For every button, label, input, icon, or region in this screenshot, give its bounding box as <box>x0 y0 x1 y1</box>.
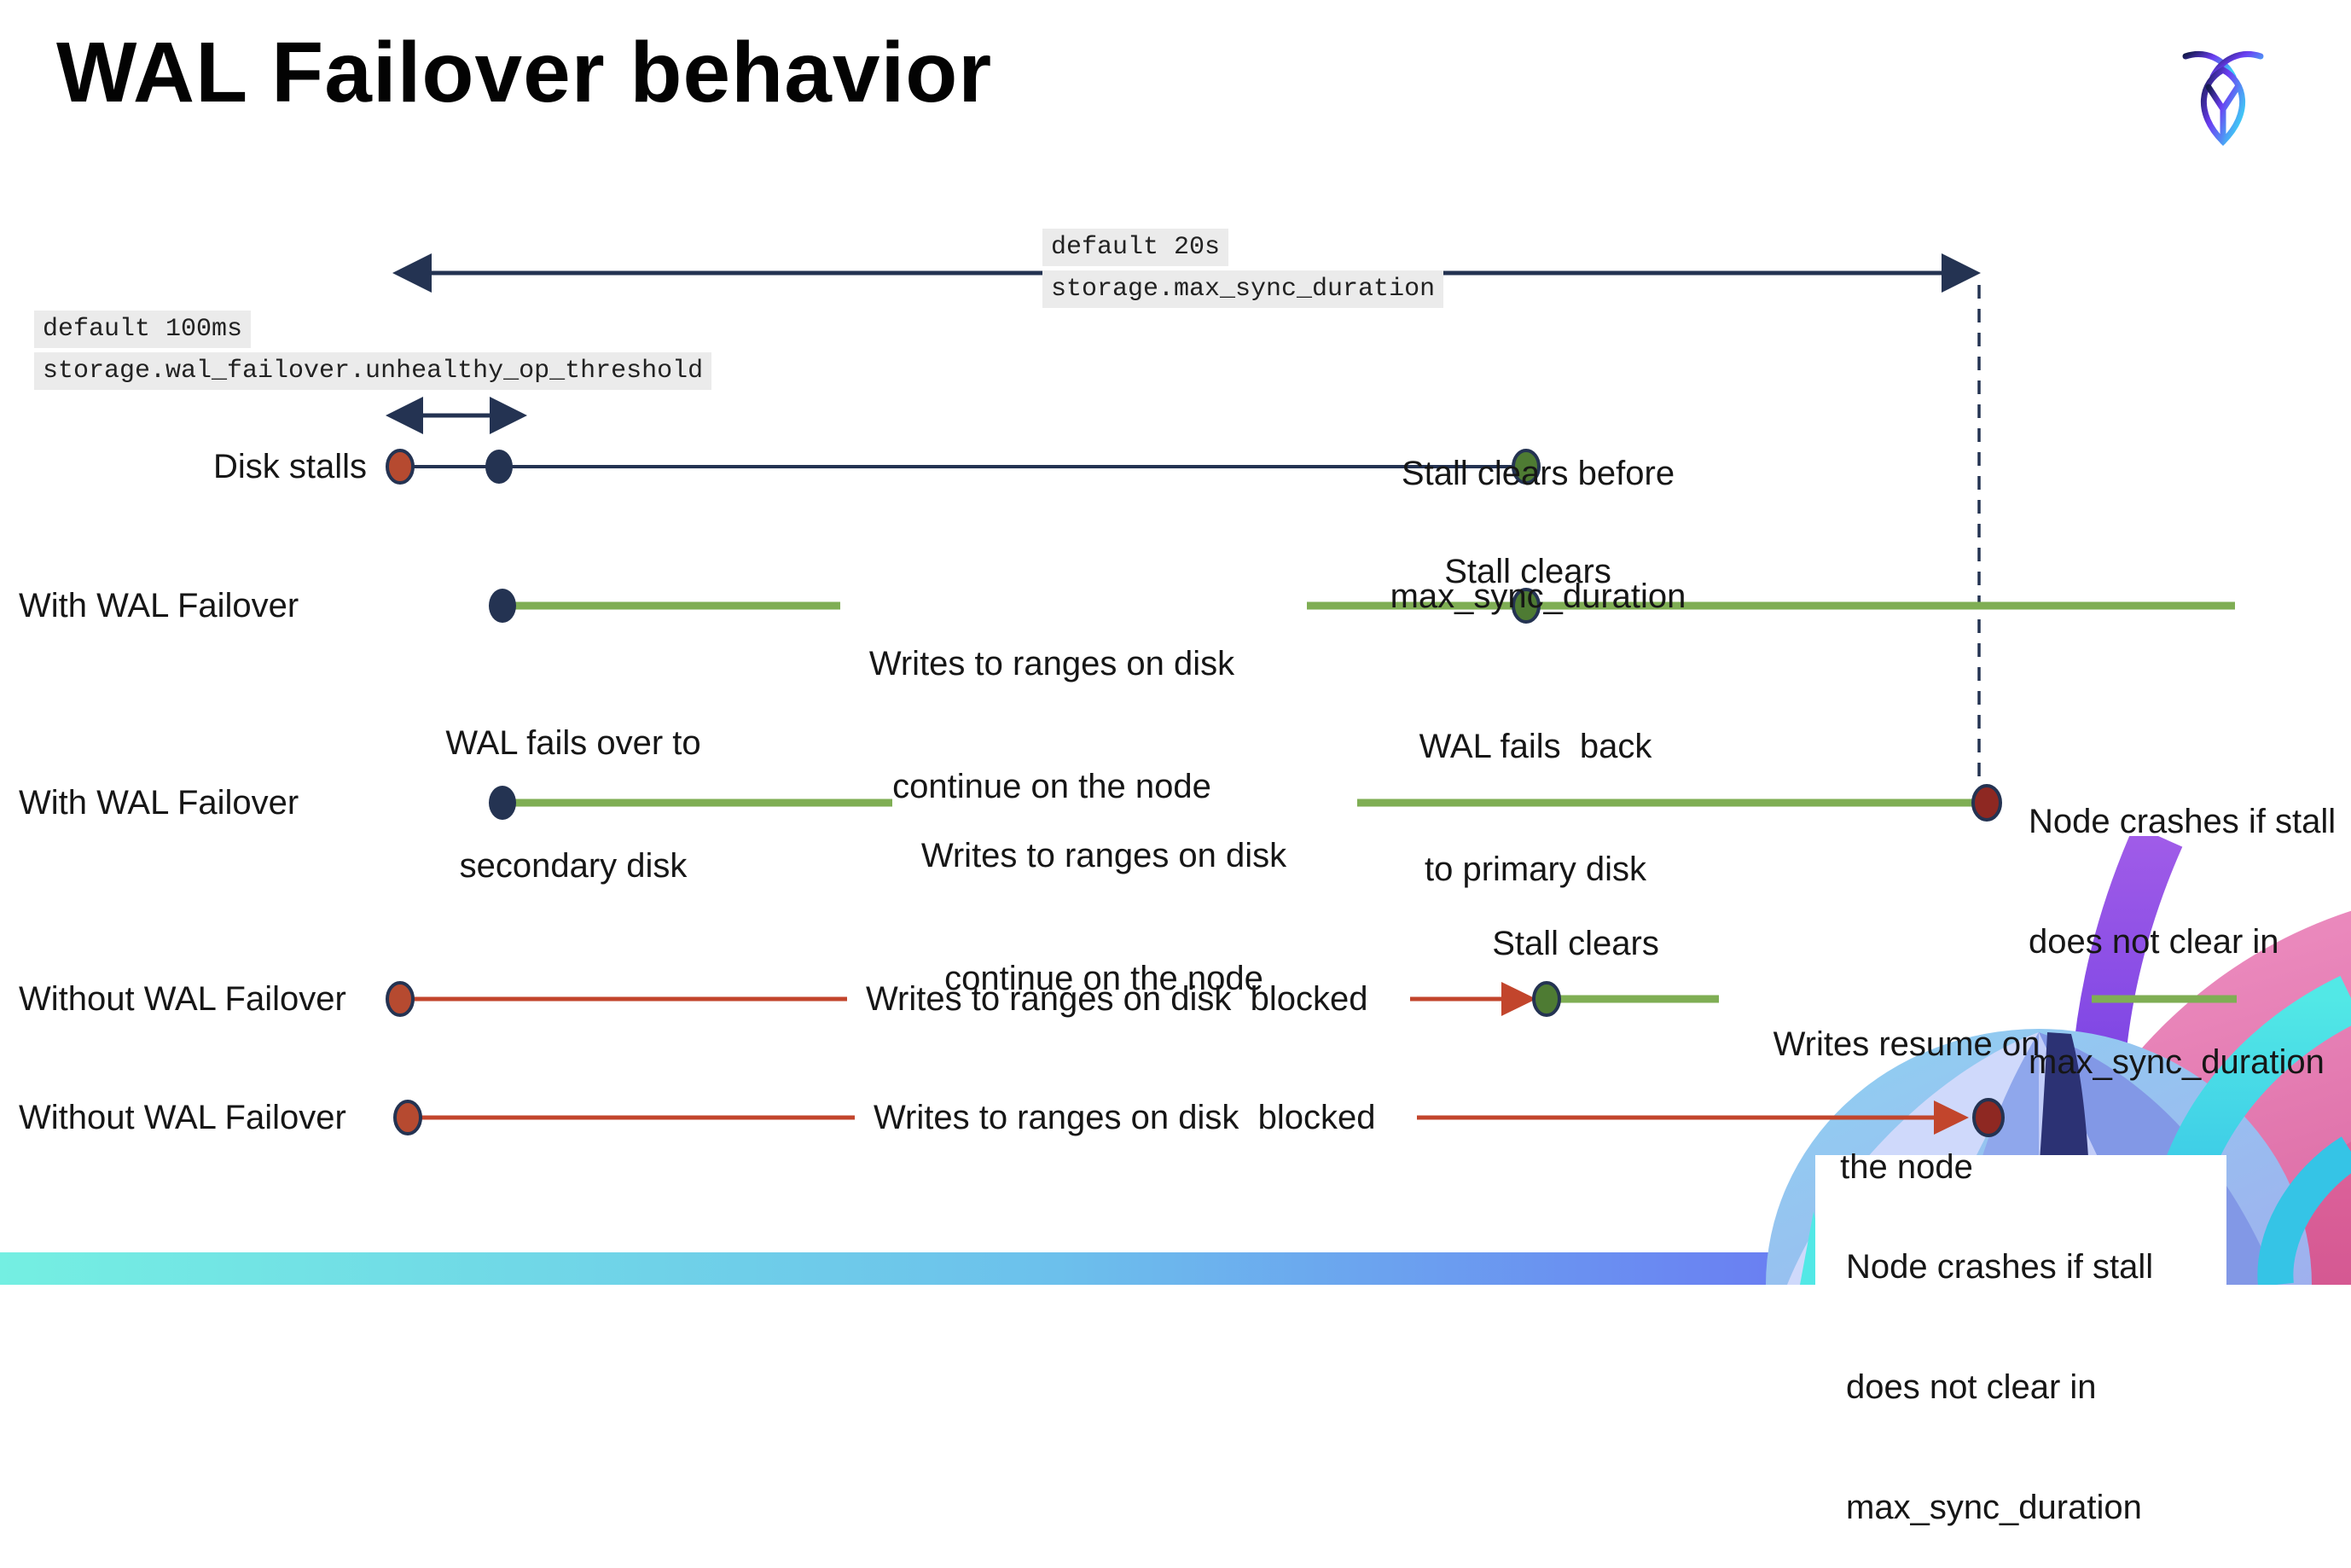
callout-line: storage.max_sync_duration <box>1042 270 1444 308</box>
stall-start-dot <box>386 449 415 485</box>
annotation-line: Node crashes if stall <box>1846 1248 2154 1286</box>
wal-failover-slide: { "slide": { "title": "WAL Failover beha… <box>0 25 2351 1526</box>
annotation-line: Writes resume on <box>1773 1025 2040 1063</box>
stall-clears-label-2: Stall clears <box>1492 925 1659 962</box>
row-label-without-wal-failover-2: Without WAL Failover <box>19 1099 346 1136</box>
stall-clear-dot <box>1532 981 1561 1017</box>
annotation-line: max_sync_duration <box>1846 1489 2142 1526</box>
writes-blocked-label-1: Writes to ranges on disk blocked <box>866 980 1368 1018</box>
callout-line: storage.wal_failover.unhealthy_op_thresh… <box>34 352 712 390</box>
callout-line: default 100ms <box>34 311 252 348</box>
annotation-line: Writes to ranges on disk <box>920 837 1287 874</box>
annotation-line: Writes to ranges on disk <box>868 645 1235 682</box>
annotation-line: max_sync_duration <box>2029 1043 2325 1081</box>
annotation-line: Stall clears before <box>1401 455 1675 492</box>
crash-dot <box>1971 784 2002 822</box>
writes-resume-label: Writes resume on the node <box>1693 942 2120 1228</box>
node-crashes-label-1: Node crashes if stall does not clear in … <box>2029 722 2351 1123</box>
annotation-line: continue on the node <box>944 960 1263 997</box>
stall-clears-before-label: Stall clears before max_sync_duration <box>1325 371 1751 658</box>
art-cyan-arch-inner <box>2257 1136 2351 1285</box>
threshold-double-arrow <box>386 397 527 434</box>
wal-fails-back-label: WAL fails back to primary disk <box>1322 644 1749 931</box>
row-label-without-wal-failover-1: Without WAL Failover <box>19 980 346 1018</box>
without-wal-failover-timeline-1 <box>386 981 2237 1017</box>
annotation-line: continue on the node <box>892 768 1211 805</box>
cockroachdb-logo-icon <box>2182 51 2264 146</box>
stall-clear-dot <box>1512 449 1541 485</box>
annotation-line: the node <box>1840 1148 1973 1186</box>
with-wal-failover-timeline-1 <box>489 588 2235 624</box>
blocked-arrowhead <box>1934 1101 1969 1135</box>
crash-dot <box>1972 1098 2005 1137</box>
row-label-disk-stalls: Disk stalls <box>212 448 367 485</box>
callout-line: default 20s <box>1042 229 1229 266</box>
annotation-line: does not clear in <box>1846 1368 2097 1406</box>
threshold-dot <box>485 450 513 484</box>
failover-dot <box>489 786 516 820</box>
node-crashes-label-box <box>1815 1155 2226 1285</box>
without-wal-failover-timeline-2 <box>393 1098 2005 1137</box>
writes-continue-label-2: Writes to ranges on disk continue on the… <box>891 753 1317 1040</box>
failback-dot <box>1512 588 1541 624</box>
annotation-line: max_sync_duration <box>1390 578 1686 615</box>
row-label-with-wal-failover-1: With WAL Failover <box>19 587 299 624</box>
stall-clears-label-1: Stall clears <box>1444 553 1611 590</box>
failover-dot <box>489 589 516 623</box>
page-title: WAL Failover behavior <box>56 25 993 120</box>
max-sync-duration-callout: default 20s storage.max_sync_duration <box>1042 229 1444 312</box>
disk-stalls-timeline <box>386 449 1541 485</box>
annotation-line: WAL fails back <box>1419 728 1652 765</box>
row-label-with-wal-failover-2: With WAL Failover <box>19 784 299 822</box>
node-crashes-label-2: Node crashes if stall does not clear in … <box>1846 1167 2153 1568</box>
annotation-line: WAL fails over to <box>445 724 701 762</box>
writes-blocked-label-2: Writes to ranges on disk blocked <box>874 1099 1376 1136</box>
annotation-line: does not clear in <box>2029 923 2279 961</box>
annotation-line: to primary disk <box>1424 851 1647 888</box>
blocked-arrowhead <box>1501 982 1536 1016</box>
with-wal-failover-timeline-2 <box>489 784 2002 822</box>
stall-start-dot <box>393 1100 422 1135</box>
stall-start-dot <box>386 981 415 1017</box>
wal-fails-over-label: WAL fails over to secondary disk <box>360 641 787 927</box>
unhealthy-op-threshold-callout: default 100ms storage.wal_failover.unhea… <box>34 311 712 394</box>
writes-continue-label-1: Writes to ranges on disk continue on the… <box>839 561 1265 848</box>
annotation-line: Node crashes if stall <box>2029 803 2336 840</box>
annotation-line: secondary disk <box>459 847 688 885</box>
